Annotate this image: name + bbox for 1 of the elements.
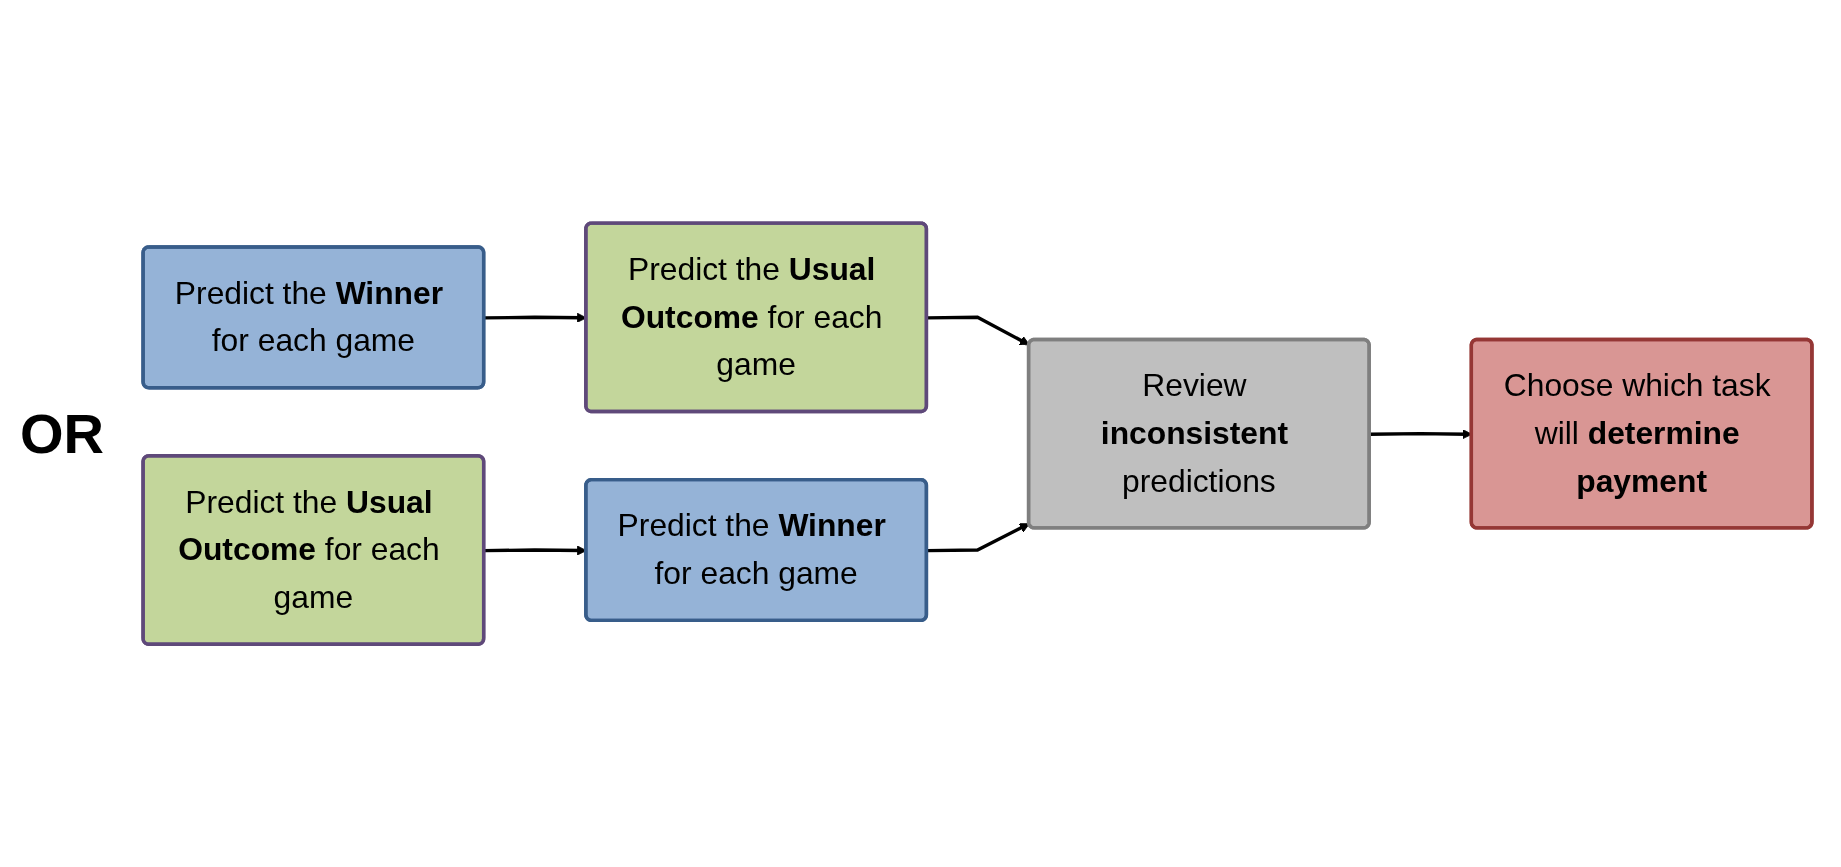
connector-word: OR [20, 401, 104, 466]
